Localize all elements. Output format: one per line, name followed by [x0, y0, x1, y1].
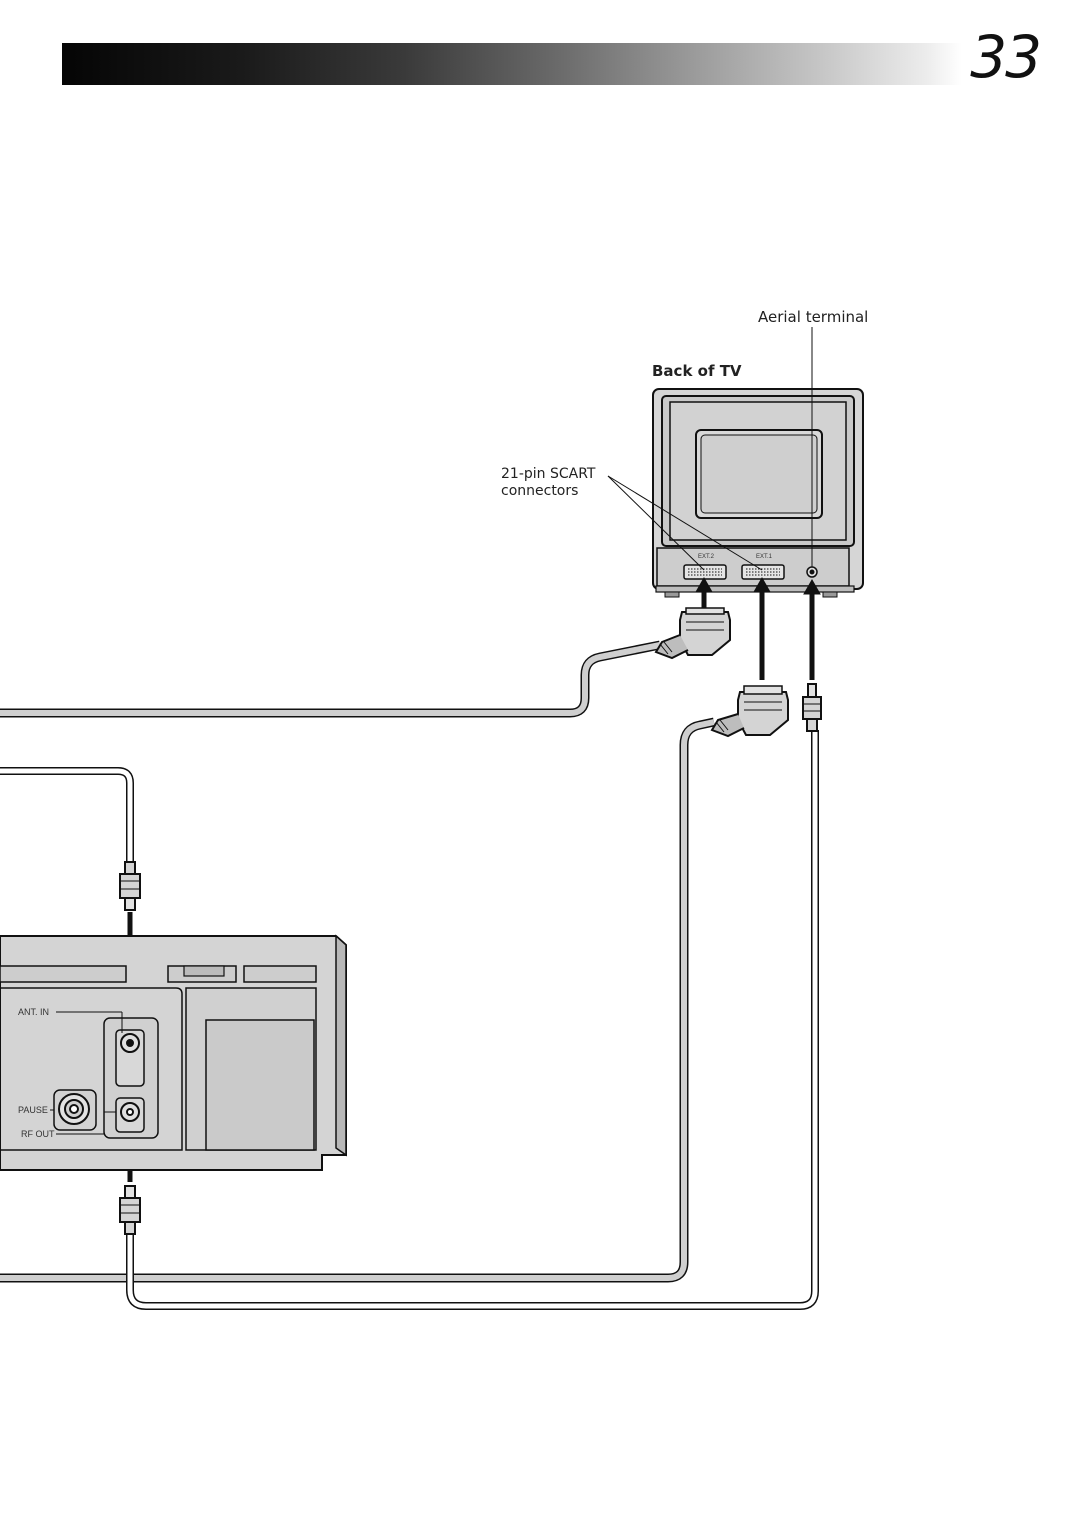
ext2-label: EXT.2 — [698, 554, 715, 560]
vcr-label-leaders — [50, 1011, 123, 1135]
back-of-tv-title: Back of TV — [652, 362, 742, 380]
scart-plug-ext2 — [654, 607, 731, 660]
vcr-pause-jack — [53, 1089, 97, 1131]
scart-label-line2: connectors — [501, 483, 579, 499]
tv-back — [652, 388, 864, 598]
aerial-plug-tv — [802, 683, 822, 732]
scart-label-line1: 21-pin SCART — [501, 466, 596, 482]
scart-connectors-label: 21-pin SCART connectors — [501, 466, 595, 500]
tv-aerial-terminal — [806, 566, 818, 578]
vcr-ant-in-socket — [120, 1033, 140, 1053]
scart-plug-ext1 — [710, 685, 789, 738]
rf-out-label: RF OUT — [21, 1129, 55, 1139]
vcr-rf-out-socket — [115, 1097, 145, 1133]
aerial-plug-rf-out — [119, 1185, 141, 1235]
aerial-terminal-label: Aerial terminal — [758, 308, 869, 326]
page-number: 33 — [970, 23, 1042, 91]
header-gradient-bar — [62, 43, 962, 85]
tv-scart-socket-ext2 — [683, 564, 727, 580]
ext1-label: EXT.1 — [756, 554, 773, 560]
scart-cable-ext1 — [0, 717, 715, 1283]
aerial-input-cable — [0, 767, 134, 862]
aerial-plug-ant-in — [119, 861, 141, 911]
scart-cable-ext2 — [0, 640, 661, 718]
rf-cable — [126, 730, 819, 1310]
pause-label: PAUSE — [18, 1105, 48, 1115]
tv-scart-socket-ext1 — [741, 564, 785, 580]
ant-in-label: ANT. IN — [18, 1007, 50, 1017]
label-leader-lines — [607, 327, 813, 571]
